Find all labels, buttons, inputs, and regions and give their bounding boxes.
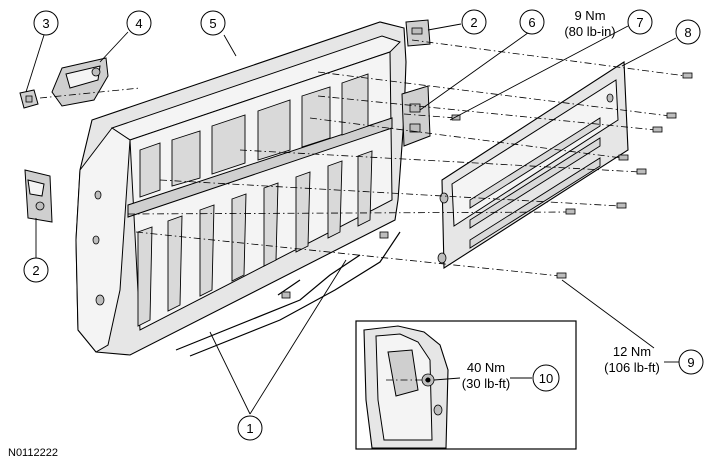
bolt (556, 272, 567, 279)
hinge-bracket-top (405, 19, 431, 47)
svg-text:7: 7 (636, 15, 643, 30)
svg-text:2: 2 (32, 263, 39, 278)
bolt (565, 208, 576, 215)
upper-openings (139, 73, 369, 198)
callout-10: 10 (532, 364, 560, 392)
svg-text:12 Nm: 12 Nm (613, 344, 651, 359)
svg-text:1: 1 (246, 421, 253, 436)
svg-text:9: 9 (687, 355, 694, 370)
handle-assembly (51, 57, 109, 107)
bolt (682, 72, 693, 79)
applique-panel (437, 61, 629, 269)
svg-text:(106 lb-ft): (106 lb-ft) (604, 360, 660, 375)
tailgate-assembly (75, 21, 407, 356)
tailgate-left-endcap (75, 127, 131, 353)
svg-text:(80 lb-in): (80 lb-in) (564, 24, 615, 39)
bolt (652, 126, 663, 133)
bolt (618, 154, 629, 161)
latch-assembly (24, 169, 53, 223)
callout-7: 7 (627, 9, 653, 35)
callout-6: 6 (519, 9, 545, 35)
fastener-lines (39, 39, 687, 277)
tailgate-cross-beam (127, 117, 393, 218)
svg-text:4: 4 (135, 16, 142, 31)
callout-2-top: 2 (461, 9, 487, 35)
bolt (616, 202, 627, 209)
bolt (636, 168, 647, 175)
callout-5: 5 (200, 10, 226, 36)
callout-2-bottom: 2 (23, 257, 49, 283)
torque-spec-9: 12 Nm (106 lb-ft) (604, 344, 660, 375)
svg-text:5: 5 (209, 16, 216, 31)
lower-ribs (137, 150, 373, 327)
svg-text:(30 lb-ft): (30 lb-ft) (462, 376, 510, 391)
bolt (666, 112, 677, 119)
svg-text:40 Nm: 40 Nm (467, 360, 505, 375)
torque-spec-7: 9 Nm (80 lb-in) (564, 8, 615, 39)
svg-text:9 Nm: 9 Nm (574, 8, 605, 23)
svg-text:2: 2 (470, 15, 477, 30)
handle-bezel-part-3 (19, 89, 39, 109)
svg-text:3: 3 (42, 16, 49, 31)
svg-text:6: 6 (528, 15, 535, 30)
torque-spec-10: 40 Nm (30 lb-ft) (462, 360, 510, 391)
callout-8: 8 (675, 19, 701, 45)
release-rods (175, 231, 401, 357)
svg-text:8: 8 (684, 25, 691, 40)
svg-text:10: 10 (539, 371, 553, 386)
bolts (451, 72, 693, 279)
callout-3: 3 (33, 10, 59, 36)
callout-1: 1 (237, 415, 263, 441)
support-bracket-part-6 (401, 85, 431, 147)
handle-lever (65, 65, 101, 89)
figure-id: N0112222 (8, 447, 58, 459)
leader-lines (25, 23, 679, 415)
callout-9: 9 (678, 349, 704, 375)
callout-4: 4 (126, 10, 152, 36)
endcap-holes (92, 190, 105, 306)
bolt (451, 114, 461, 121)
